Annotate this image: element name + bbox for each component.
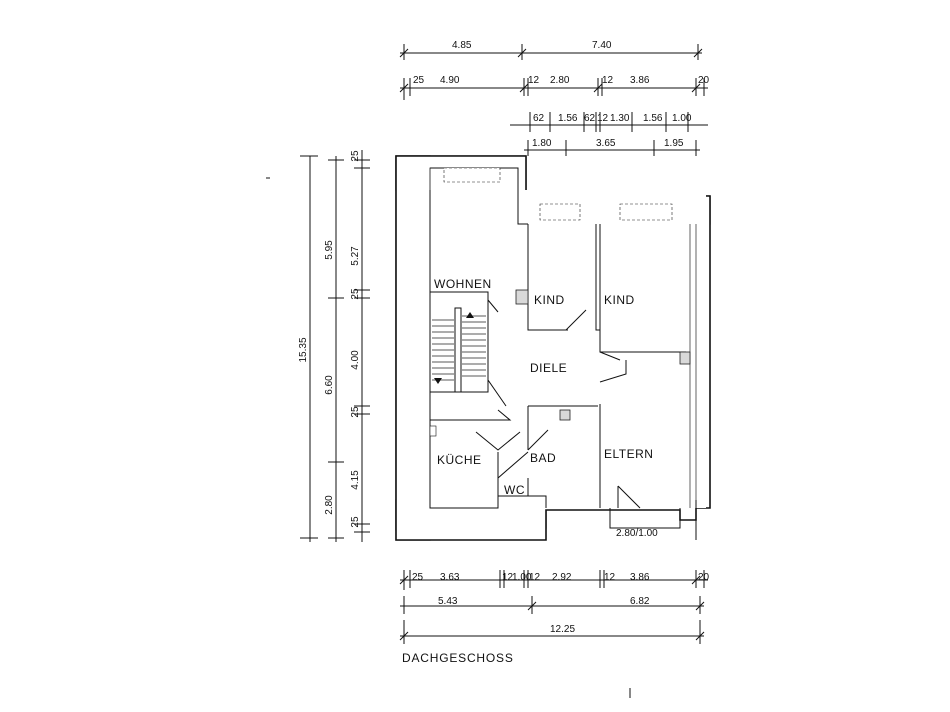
dim-top-2-b: 4.90	[440, 75, 460, 86]
room-kind-2: KIND	[604, 293, 635, 307]
dim-left-in-d: 4.00	[350, 350, 361, 370]
dim-left-in-e: 25	[350, 406, 361, 418]
plan-title: DACHGESCHOSS	[402, 651, 514, 665]
dim-top-3-b: 1.56	[558, 113, 578, 124]
room-wc: WC	[504, 483, 525, 497]
dim-top-3-g: 1.00	[672, 113, 692, 124]
dim-top-3-a: 62	[533, 113, 545, 124]
room-diele: DIELE	[530, 361, 567, 375]
dim-bottom-1-h: 3.86	[630, 572, 650, 583]
dim-left-in-g: 25	[350, 516, 361, 528]
dim-bottom-1-a: 25	[412, 572, 424, 583]
dim-top-3-f: 1.56	[643, 113, 663, 124]
dim-left-in-a: 25	[350, 150, 361, 162]
dim-top-3-d: 12	[597, 113, 609, 124]
dim-top-1-a: 4.85	[452, 40, 472, 51]
dim-top-3-c: 62	[584, 113, 596, 124]
room-eltern: ELTERN	[604, 447, 653, 461]
dim-bottom-2-a: 5.43	[438, 596, 458, 607]
dim-top-2-d: 2.80	[550, 75, 570, 86]
dim-bottom-2-b: 6.82	[630, 596, 650, 607]
dim-left-mid-b: 6.60	[324, 375, 335, 395]
bottom-dimensions: 25 3.63 12 1.00 12 2.92 12 3.86 20 5.43 …	[399, 570, 710, 644]
dim-left-in-f: 4.15	[350, 470, 361, 490]
dim-top-2-c: 12	[528, 75, 540, 86]
dim-bottom-1-c: 12	[502, 572, 514, 583]
dim-top-2-e: 12	[602, 75, 614, 86]
room-kind-1: KIND	[534, 293, 565, 307]
left-dimensions: 15.35 5.95 6.60 2.80 25 5.27 25 4.00 25 …	[298, 150, 370, 542]
dim-bottom-1-g: 12	[604, 572, 616, 583]
dim-bottom-1-e: 12	[529, 572, 541, 583]
dim-left-in-b: 5.27	[350, 246, 361, 266]
dim-top-3-e: 1.30	[610, 113, 630, 124]
room-kueche: KÜCHE	[437, 453, 482, 467]
dim-left-total: 15.35	[298, 337, 309, 362]
dim-bottom-1-f: 2.92	[552, 572, 572, 583]
staircase	[429, 291, 507, 407]
dim-top-4-c: 1.95	[664, 138, 684, 149]
room-labels: WOHNEN KIND KIND DIELE KÜCHE BAD WC ELTE…	[434, 277, 658, 539]
room-wohnen: WOHNEN	[434, 277, 492, 291]
dim-top-2-g: 20	[698, 75, 710, 86]
dim-top-2-a: 25	[413, 75, 425, 86]
dim-top-2-f: 3.86	[630, 75, 650, 86]
dim-top-1-b: 7.40	[592, 40, 612, 51]
dim-bottom-1-b: 3.63	[440, 572, 460, 583]
dim-bottom-1-i: 20	[698, 572, 710, 583]
door-size-label: 2.80/1.00	[616, 528, 658, 539]
dim-bottom-1-d: 1.00	[512, 572, 532, 583]
dim-left-in-c: 25	[350, 288, 361, 300]
dim-bottom-total: 12.25	[550, 624, 575, 635]
top-dimensions: 4.85 7.40 25 4.90 12 2.80 12 3.86 20	[399, 40, 710, 156]
dim-top-4-a: 1.80	[532, 138, 552, 149]
building	[395, 155, 711, 541]
dim-left-mid-c: 2.80	[324, 495, 335, 515]
room-bad: BAD	[530, 451, 556, 465]
dim-top-4-b: 3.65	[596, 138, 616, 149]
dim-left-mid-a: 5.95	[324, 240, 335, 260]
